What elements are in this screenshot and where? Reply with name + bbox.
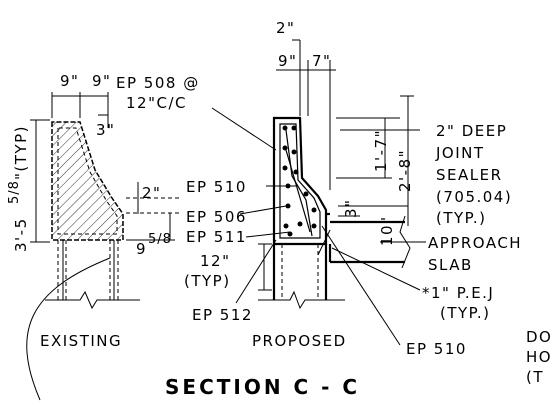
cut-text-2: HO bbox=[526, 348, 552, 366]
approach-line-2: SLAB bbox=[428, 256, 473, 274]
ep-510-label-b: EP 510 bbox=[406, 340, 467, 358]
dim-9-5-8-frac: 5/8 bbox=[148, 232, 172, 247]
sealer-line-2: JOINT bbox=[435, 144, 485, 162]
ep-512-label: EP 512 bbox=[192, 306, 253, 324]
proposed-label: PROPOSED bbox=[252, 332, 347, 350]
ep-511-label: EP 511 bbox=[186, 228, 247, 246]
sealer-line-1: 2" DEEP bbox=[436, 122, 507, 140]
dim-9in-left-b: 9" bbox=[92, 72, 111, 90]
ep-508-label: EP 508 @ bbox=[116, 74, 200, 92]
cut-text-1: DO bbox=[526, 328, 552, 346]
dim-9in-left-a: 9" bbox=[60, 72, 79, 90]
dim-2in-top: 2" bbox=[276, 19, 295, 37]
existing-label: EXISTING bbox=[40, 332, 122, 350]
dim-height-frac: 5/8 bbox=[7, 180, 22, 204]
existing-barrier bbox=[30, 92, 180, 310]
dim-2-8: 2'-8" bbox=[396, 149, 414, 192]
dim-height-main: 3'-5 bbox=[12, 217, 30, 252]
cut-text-3: (T bbox=[526, 368, 544, 386]
dim-height-left: 3'-5 5/8 "(TYP) bbox=[7, 125, 30, 252]
approach-line-1: APPROACH bbox=[428, 234, 522, 252]
dim-height-tail: "(TYP) bbox=[12, 125, 30, 180]
dim-3in-left: 3" bbox=[96, 121, 115, 139]
sealer-line-5: (TYP.) bbox=[436, 209, 487, 227]
ep-508-spacing: 12"C/C bbox=[126, 94, 187, 112]
sealer-line-4: (705.04) bbox=[436, 188, 512, 206]
dim-12in: 12" bbox=[200, 252, 231, 270]
pej-line-2: (TYP.) bbox=[440, 304, 491, 322]
proposed-barrier bbox=[211, 39, 426, 346]
dim-2in-mid: 2" bbox=[142, 184, 161, 202]
dim-12in-typ: (TYP) bbox=[184, 272, 231, 290]
ep-506-label: EP 506 bbox=[186, 208, 247, 226]
dim-9in-right: 9" bbox=[278, 52, 297, 70]
cut-line bbox=[26, 257, 111, 401]
dim-10in: 10" bbox=[378, 216, 396, 247]
dim-9-5-8: 9 bbox=[136, 240, 147, 258]
ep-510-label-a: EP 510 bbox=[186, 178, 247, 196]
dim-3in-right: 3" bbox=[342, 199, 360, 218]
sealer-line-3: SEALER bbox=[436, 166, 503, 184]
dim-1-7: 1'-7" bbox=[372, 129, 390, 172]
section-title: SECTION C - C bbox=[165, 375, 360, 399]
dim-7in-right: 7" bbox=[312, 52, 331, 70]
pej-line-1: *1" P.E.J bbox=[422, 284, 494, 302]
